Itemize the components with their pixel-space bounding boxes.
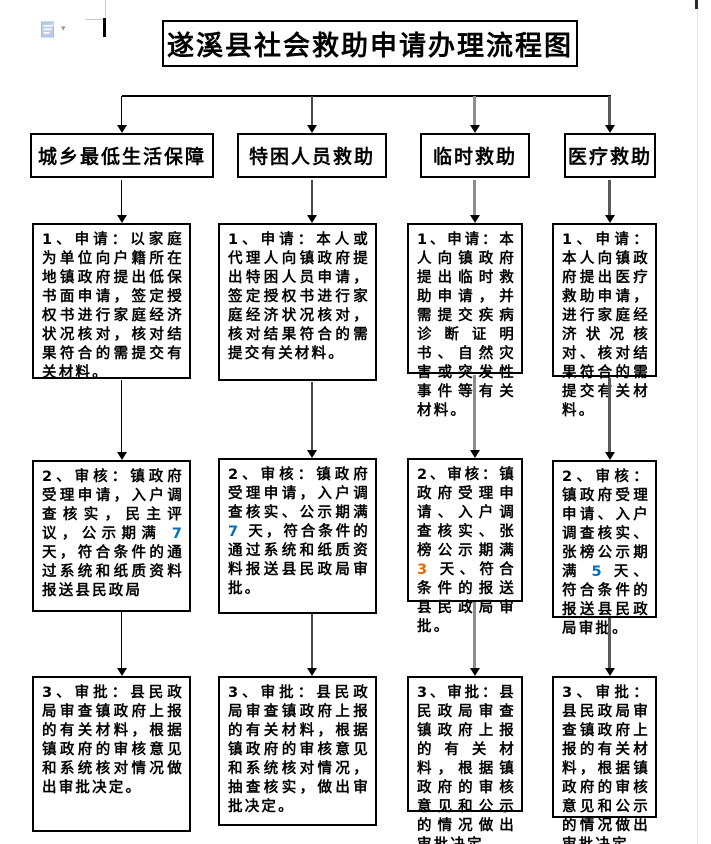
arrow-down xyxy=(469,602,480,676)
page-edge-line xyxy=(697,0,698,844)
arrow-down xyxy=(604,96,615,133)
step-text-pre: 2、审核：镇政府受理申请、入户调查核实、张榜公示期满 xyxy=(562,469,650,580)
page-corner-mark xyxy=(695,0,698,9)
flow-step-box-approve: 3、审批：县民政局审查镇政府上报的有关材料，根据镇政府的审核意见和系统核对情况，… xyxy=(218,676,377,826)
step-text-pre: 2、审核：镇政府受理申请，入户调查核实，民主评议，公示期满 xyxy=(42,469,184,542)
margin-cropmark-horizontal xyxy=(85,19,106,20)
column-header-medical-aid: 医疗救助 xyxy=(564,133,656,178)
step-text-pre: 1、申请：以家庭为单位向户籍所在地镇政府提出低保书面申请，签定授权书进行家庭经济… xyxy=(42,232,184,381)
step-text-pre: 3、审批：县民政局审查镇政府上报的有关材料，根据镇政府的审核意见和系统核对情况做… xyxy=(42,685,184,796)
step-text-post: 天，符合条件的通过系统和纸质资料报送县民政局 xyxy=(42,545,184,599)
arrow-down xyxy=(469,375,480,458)
step-text-pre: 2、审核：镇政府受理申请、入户调查核实、张榜公示期满 xyxy=(417,467,516,559)
column-header-extreme-poverty: 特困人员救助 xyxy=(237,133,387,178)
flow-step-box-apply: 1、申请：本人向镇政府提出临时救助申请，并需提交疾病诊断证明书、自然灾害或突发性… xyxy=(407,223,523,419)
column-header-temporary-aid: 临时救助 xyxy=(420,133,530,178)
step-text-pre: 2、审核：镇政府受理申请，入户调查核实、公示期满 xyxy=(228,467,370,521)
arrow-down xyxy=(306,96,317,133)
arrow-down xyxy=(604,378,615,460)
arrow-down xyxy=(306,180,317,223)
step-text-post: 天，符合条件的通过系统和纸质资料报送县民政局审批。 xyxy=(228,524,370,597)
arrow-down xyxy=(469,96,480,133)
step-text-pre: 3、审批：县民政局审查镇政府上报的有关材料，根据镇政府的审核意见和公示的情况做出… xyxy=(417,685,516,844)
flow-step-box-approve: 3、审批：县民政局审查镇政府上报的有关材料，根据镇政府的审核意见和公示的情况做出… xyxy=(407,676,523,844)
column-header-label: 特困人员救助 xyxy=(248,146,375,168)
step-text-pre: 1、申请：本人或代理人向镇政府提出特困人员申请，签定授权书进行家庭经济状况核对，… xyxy=(228,232,370,362)
arrow-down xyxy=(116,180,127,223)
page-title: 遂溪县社会救助申请办理流程图 xyxy=(167,31,573,62)
arrow-down xyxy=(116,380,127,460)
step-day-number: 3 xyxy=(417,562,430,578)
column-header-label: 城乡最低生活保障 xyxy=(37,146,206,168)
paste-options-button[interactable]: ▾ xyxy=(40,19,74,39)
dropdown-arrow-icon: ▾ xyxy=(61,23,66,34)
step-day-number: 7 xyxy=(171,526,184,542)
arrow-down xyxy=(116,612,127,676)
flow-step-box-apply: 1、申请：以家庭为单位向户籍所在地镇政府提出低保书面申请，签定授权书进行家庭经济… xyxy=(32,223,191,381)
column-header-label: 临时救助 xyxy=(432,146,517,168)
flow-step-box-approve: 3、审批：县民政局审查镇政府上报的有关材料，根据镇政府的审核意见和系统核对情况做… xyxy=(32,676,191,832)
step-text-post: 天、符合条件的报送县民政局审批。 xyxy=(417,562,516,635)
flow-step-box-review: 2、审核：镇政府受理申请、入户调查核实、张榜公示期满 3 天、符合条件的报送县民… xyxy=(407,458,523,635)
arrow-down xyxy=(604,180,615,223)
margin-cropmark-vertical xyxy=(105,0,106,19)
step-text-pre: 1、申请：本人向镇政府提出临时救助申请，并需提交疾病诊断证明书、自然灾害或突发性… xyxy=(417,232,516,419)
step-day-number: 7 xyxy=(228,524,241,540)
arrow-down xyxy=(116,96,127,133)
text-cursor xyxy=(103,18,106,37)
paste-options-icon xyxy=(41,21,54,37)
flow-step-box-review: 2、审核：镇政府受理申请，入户调查核实，民主评议，公示期满 7 天，符合条件的通… xyxy=(32,460,191,612)
step-day-number: 5 xyxy=(591,564,604,580)
step-text-pre: 3、审批：县民政局审查镇政府上报的有关材料，根据镇政府的审核意见和公示的情况做出… xyxy=(562,685,650,844)
flow-step-box-review: 2、审核：镇政府受理申请、入户调查核实、张榜公示期满 5 天、符合条件的报送县民… xyxy=(552,460,657,637)
arrow-down xyxy=(604,618,615,676)
connector-horizontal-line xyxy=(122,95,611,97)
flowchart-title-box: 遂溪县社会救助申请办理流程图 xyxy=(162,20,578,67)
arrow-down xyxy=(469,180,480,223)
arrow-down xyxy=(306,382,317,458)
flow-step-box-approve: 3、审批：县民政局审查镇政府上报的有关材料，根据镇政府的审核意见和公示的情况做出… xyxy=(552,676,657,844)
step-text-pre: 1、申请：本人向镇政府提出医疗救助申请，进行家庭经济状况核对、核对结果符合的需提… xyxy=(562,232,650,419)
flow-step-box-apply: 1、申请：本人向镇政府提出医疗救助申请，进行家庭经济状况核对、核对结果符合的需提… xyxy=(552,223,657,419)
column-header-minimum-living: 城乡最低生活保障 xyxy=(30,133,214,178)
column-header-label: 医疗救助 xyxy=(567,146,652,168)
flow-step-box-review: 2、审核：镇政府受理申请，入户调查核实、公示期满 7 天，符合条件的通过系统和纸… xyxy=(218,458,377,614)
flow-step-box-apply: 1、申请：本人或代理人向镇政府提出特困人员申请，签定授权书进行家庭经济状况核对，… xyxy=(218,223,377,381)
arrow-down xyxy=(306,614,317,676)
step-text-pre: 3、审批：县民政局审查镇政府上报的有关材料，根据镇政府的审核意见和系统核对情况，… xyxy=(228,685,370,815)
